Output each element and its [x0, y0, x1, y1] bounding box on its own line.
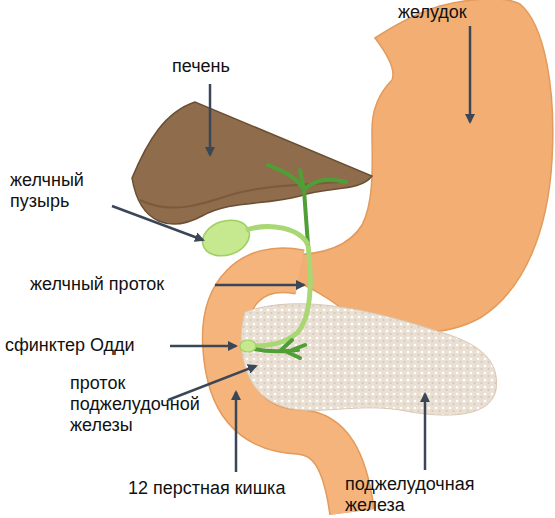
part-label: желчный пузырь — [10, 170, 110, 212]
leader-line — [112, 206, 203, 240]
pancreas-shape — [241, 304, 496, 415]
cystic-duct — [246, 226, 308, 245]
leader-line — [209, 84, 212, 155]
part-label: печень — [172, 56, 272, 77]
leader-line — [235, 392, 238, 472]
part-label: 12 перстная кишка — [128, 478, 328, 499]
sphincter-shape — [240, 340, 256, 352]
leader-line — [469, 26, 472, 122]
part-label: сфинктер Одди — [5, 335, 165, 356]
pancreatic-duct — [250, 340, 305, 358]
gallbladder-shape — [198, 214, 254, 261]
leader-line — [170, 345, 236, 348]
liver-shape — [132, 102, 372, 224]
part-label: поджелудочная железа — [345, 474, 510, 516]
part-label: желчный проток — [30, 274, 210, 295]
bile-duct — [250, 245, 310, 346]
part-label: проток поджелудочной железы — [70, 373, 220, 436]
leader-line — [424, 394, 427, 470]
leader-line — [215, 284, 304, 287]
part-label: желудок — [398, 2, 518, 23]
hepatic-duct — [268, 165, 346, 245]
